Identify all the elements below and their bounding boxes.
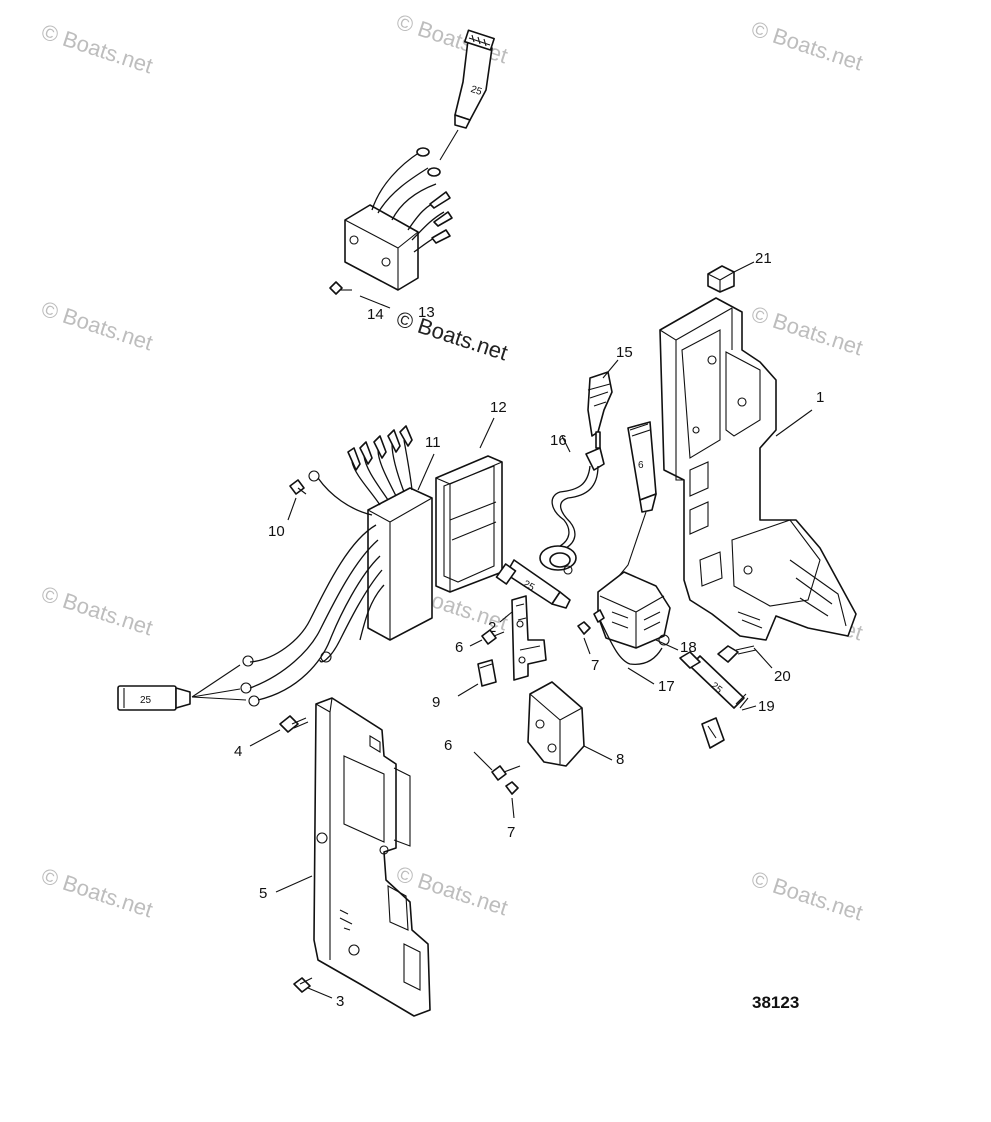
callout-5: 5 xyxy=(259,885,267,902)
callout-1: 1 xyxy=(816,389,824,406)
screw xyxy=(481,629,505,645)
callout-7: 7 xyxy=(591,657,599,674)
watermark: © Boats.net xyxy=(38,581,155,640)
voltage-regulator xyxy=(344,147,453,291)
screw xyxy=(329,281,352,295)
callout-3: 3 xyxy=(336,993,344,1010)
callout-20: 20 xyxy=(774,668,791,685)
nut xyxy=(577,621,591,635)
sealant-tube-25-top: 25 xyxy=(454,29,495,129)
screw xyxy=(293,977,313,993)
sealant-tube-25-left: 25 xyxy=(117,664,247,711)
screw xyxy=(289,479,307,495)
screw xyxy=(279,715,309,733)
watermark: © Boats.net xyxy=(393,306,510,365)
switch-box xyxy=(240,425,433,707)
sensor-module xyxy=(527,681,585,767)
callout-18: 18 xyxy=(680,639,697,656)
tube-25-label: 25 xyxy=(140,695,152,706)
callout-8: 8 xyxy=(616,751,624,768)
callout-16: 16 xyxy=(550,432,567,449)
clip xyxy=(477,659,497,687)
watermark: © Boats.net xyxy=(38,863,155,922)
tube-25-label: 25 xyxy=(521,579,537,594)
tube-25-label: 25 xyxy=(469,84,483,98)
watermark: © Boats.net xyxy=(748,16,865,75)
callout-14: 14 xyxy=(367,306,384,323)
callout-9: 9 xyxy=(432,694,440,711)
spark-plug-boot xyxy=(587,371,613,449)
callout-12: 12 xyxy=(490,399,507,416)
callout-19: 19 xyxy=(758,698,775,715)
ignition-coil xyxy=(597,571,671,649)
callout-11: 11 xyxy=(425,434,441,451)
screw xyxy=(491,765,521,781)
mounting-plate xyxy=(313,697,431,1017)
callout-6: 6 xyxy=(455,639,463,656)
grommet xyxy=(707,265,735,293)
watermark: © Boats.net xyxy=(748,301,865,360)
high-tension-lead xyxy=(539,447,605,575)
sealant-tube-6: 6 xyxy=(613,421,657,583)
callout-13: 13 xyxy=(418,304,435,321)
tube-6-label: 6 xyxy=(638,460,644,471)
callout-7: 7 xyxy=(507,824,515,841)
callout-2: 2 xyxy=(488,619,496,636)
figure-number: 38123 xyxy=(752,993,799,1012)
mounting-bracket xyxy=(511,595,547,681)
cable-clip xyxy=(701,717,725,749)
shield-cover xyxy=(435,455,503,593)
watermark: © Boats.net xyxy=(748,866,865,925)
callout-15: 15 xyxy=(616,344,633,361)
callout-6: 6 xyxy=(444,737,452,754)
sealant-tube-25-right: 25 xyxy=(679,651,749,709)
screw xyxy=(717,645,757,663)
ground-wire xyxy=(593,609,663,666)
nut xyxy=(505,781,519,795)
callout-21: 21 xyxy=(755,250,772,267)
callout-4: 4 xyxy=(234,743,242,760)
callout-17: 17 xyxy=(658,678,675,695)
sealant-tube-25-mid: 25 xyxy=(495,559,571,609)
tube-leader-line xyxy=(439,129,459,161)
watermark: © Boats.net xyxy=(38,296,155,355)
electrical-bracket xyxy=(659,297,857,641)
watermark: © Boats.net xyxy=(38,19,155,78)
callout-10: 10 xyxy=(268,523,285,540)
